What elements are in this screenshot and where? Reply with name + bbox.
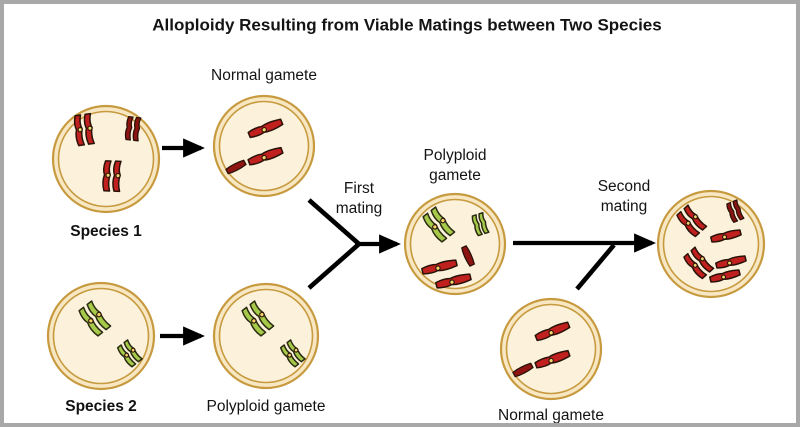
chromosome-red-single: [421, 259, 458, 275]
diagram-canvas: Alloploidy Resulting from Viable Matings…: [46, 15, 766, 424]
page-title: Alloploidy Resulting from Viable Matings…: [152, 15, 661, 34]
label-first-mating-line2: mating: [336, 200, 383, 217]
label-first-mating-line1: First: [344, 180, 375, 197]
arrow-first-mating: [307, 198, 401, 290]
chromosome-red-pair: [102, 160, 122, 193]
chromosome-red-single: [534, 349, 571, 369]
cell-species-1: [51, 104, 161, 214]
chromosome-group-species-1: [73, 112, 142, 193]
chromosome-red-single: [534, 321, 571, 342]
chromosome-green-pair: [116, 339, 143, 368]
chromosome-red-pair: [676, 204, 708, 238]
chromosome-red-short: [461, 245, 475, 267]
chromosome-red-short: [512, 362, 534, 378]
chromosome-group-alloploid-offspring: [676, 199, 747, 283]
arrow-second-mating: [513, 233, 656, 291]
chromosome-red-short: [225, 159, 247, 175]
chromosome-red-single: [715, 255, 747, 269]
cell-species-2: [46, 281, 156, 391]
cell-normal-gamete-bottom-right: [499, 297, 603, 401]
cell-label-species-1: Species 1: [70, 223, 142, 240]
chromosome-green-pair: [279, 339, 306, 368]
chromosome-red-single: [247, 118, 284, 139]
cell-polyploid-gamete-center: [403, 192, 507, 296]
chromosome-group-normal-gamete-top: [225, 118, 284, 175]
chromosome-red-single: [710, 229, 742, 243]
chromosome-green-pair: [471, 211, 490, 237]
cell-label-polyploid-gamete-center-line1: Polyploid: [424, 147, 487, 164]
chromosome-red-pair: [73, 112, 95, 147]
chromosome-red-pair: [726, 199, 745, 223]
cell-polyploid-gamete-bottom-left: [212, 282, 320, 390]
chromosome-group-polyploid-gamete-bottom-left: [241, 300, 306, 368]
chromosome-red-single: [435, 273, 472, 289]
cell-label-species-2: Species 2: [65, 398, 137, 415]
cell-label-polyploid-gamete-center-line2: gamete: [429, 167, 481, 184]
cell-label-normal-gamete-bottom-right: Normal gamete: [498, 407, 604, 424]
chromosome-red-single: [247, 146, 284, 166]
chromosome-red-pair: [683, 246, 715, 280]
chromosome-green-pair: [78, 300, 112, 337]
chromosome-green-pair: [422, 206, 456, 243]
chromosome-red-single: [709, 269, 741, 283]
chromosome-red-pair: [124, 116, 142, 142]
chromosome-green-pair: [241, 300, 275, 337]
label-second-mating-line2: mating: [601, 198, 648, 215]
label-second-mating-line1: Second: [598, 178, 651, 195]
chromosome-group-polyploid-gamete-center: [421, 206, 490, 289]
chromosome-group-normal-gamete-bottom-right: [512, 321, 571, 378]
cell-label-polyploid-gamete-bottom-left: Polyploid gamete: [207, 398, 326, 415]
chromosome-group-species-2: [78, 300, 143, 368]
cell-label-normal-gamete-top: Normal gamete: [211, 67, 317, 84]
cell-normal-gamete-top: [212, 94, 316, 198]
cell-alloploid-offspring: [656, 189, 766, 299]
